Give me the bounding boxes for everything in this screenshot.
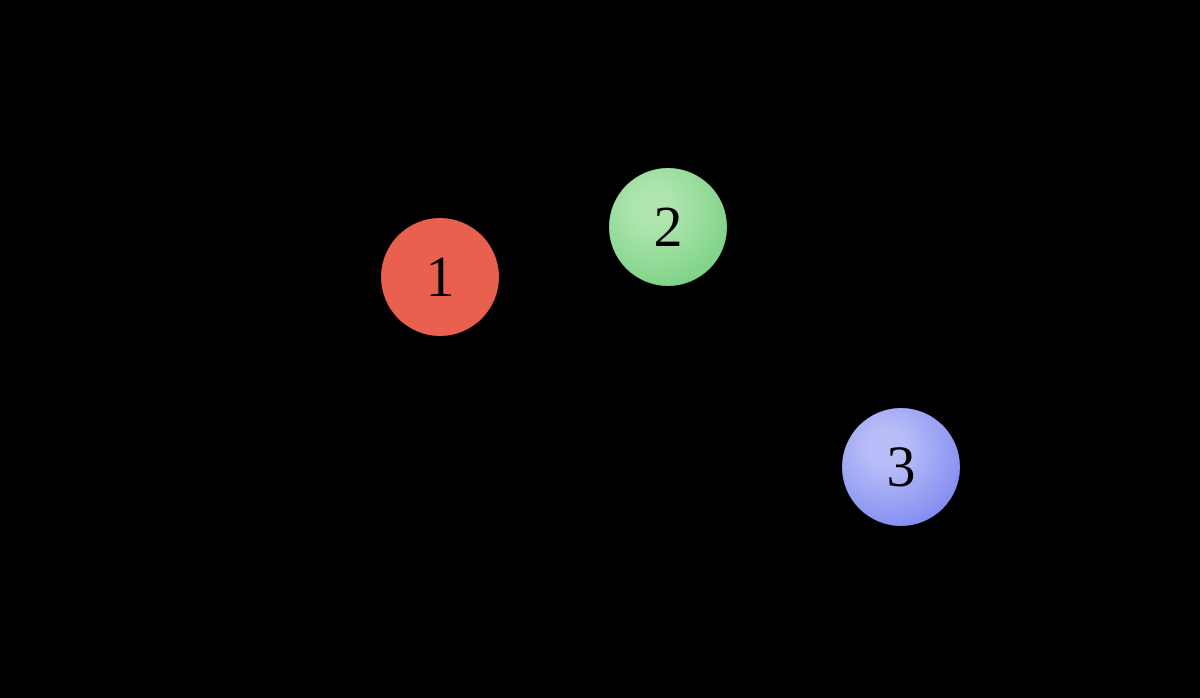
graph-node-1[interactable]: 1 <box>381 218 499 336</box>
graph-node-3[interactable]: 3 <box>842 408 960 526</box>
node-label-2: 2 <box>653 194 683 259</box>
node-label-1: 1 <box>425 244 455 309</box>
graph-node-2[interactable]: 2 <box>609 168 727 286</box>
node-label-3: 3 <box>886 434 916 499</box>
